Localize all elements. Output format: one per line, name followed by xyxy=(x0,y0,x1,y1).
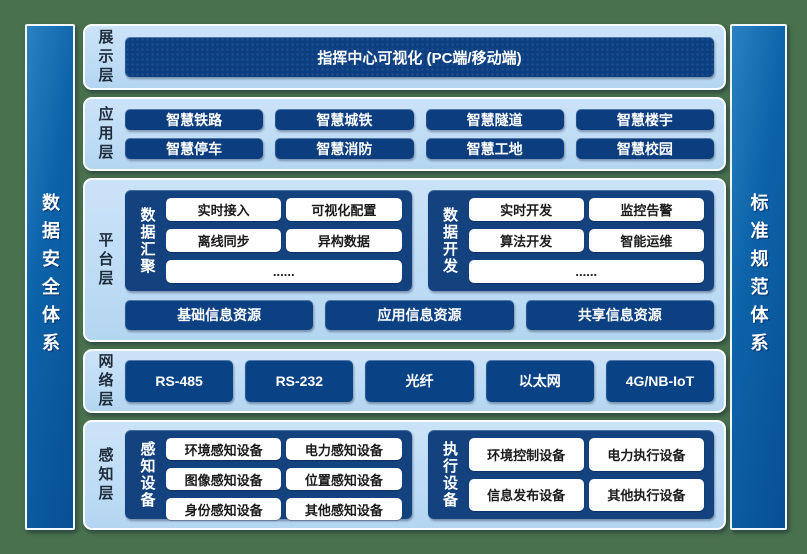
layer-platform-body: 数据汇聚 实时接入 可视化配置 离线同步 异构数据 ...... 数据开发 xyxy=(125,190,714,330)
layer-perception-label-text: 感知层 xyxy=(96,446,114,504)
network-item: 4G/NB-IoT xyxy=(605,360,715,402)
platform-item: 实时开发 xyxy=(468,198,584,221)
layer-platform: 平台层 数据汇聚 实时接入 可视化配置 离线同步 异构数据 ...... xyxy=(83,178,726,342)
group-execution-devices-grid: 环境控制设备 电力执行设备 信息发布设备 其他执行设备 xyxy=(468,438,704,511)
application-item: 智慧校园 xyxy=(575,138,714,159)
application-item: 智慧停车 xyxy=(125,138,264,159)
perception-groups: 感知设备 环境感知设备 电力感知设备 图像感知设备 位置感知设备 身份感知设备 … xyxy=(125,430,714,520)
resource-item: 共享信息资源 xyxy=(525,300,714,330)
layer-application-label-text: 应用层 xyxy=(96,105,114,163)
resource-item: 应用信息资源 xyxy=(325,300,514,330)
platform-item: 智能运维 xyxy=(588,229,704,252)
application-item: 智慧楼宇 xyxy=(575,109,714,130)
group-data-aggregation: 数据汇聚 实时接入 可视化配置 离线同步 异构数据 ...... xyxy=(125,190,412,291)
layer-platform-label-text: 平台层 xyxy=(96,231,114,289)
resource-item: 基础信息资源 xyxy=(125,300,314,330)
application-item: 智慧消防 xyxy=(275,138,414,159)
application-item: 智慧城铁 xyxy=(275,109,414,130)
group-data-development: 数据开发 实时开发 监控告警 算法开发 智能运维 ...... xyxy=(427,190,714,291)
perception-item: 电力感知设备 xyxy=(286,438,402,460)
layer-application-label: 应用层 xyxy=(85,99,125,169)
layer-platform-label: 平台层 xyxy=(85,180,125,340)
group-data-development-label-text: 数据开发 xyxy=(441,206,458,275)
group-data-development-label: 数据开发 xyxy=(438,198,462,283)
group-data-aggregation-grid: 实时接入 可视化配置 离线同步 异构数据 ...... xyxy=(166,198,402,283)
perception-item: 位置感知设备 xyxy=(286,468,402,490)
pillar-standards-label: 标准规范体系 xyxy=(748,193,769,361)
group-sensing-devices-grid: 环境感知设备 电力感知设备 图像感知设备 位置感知设备 身份感知设备 其他感知设… xyxy=(166,438,402,520)
layer-application: 应用层 智慧铁路 智慧城铁 智慧隧道 智慧楼宇 智慧停车 智慧消防 智慧工地 智… xyxy=(83,97,726,171)
platform-groups: 数据汇聚 实时接入 可视化配置 离线同步 异构数据 ...... 数据开发 xyxy=(125,190,714,291)
application-item: 智慧隧道 xyxy=(425,109,564,130)
platform-item-more: ...... xyxy=(166,260,402,283)
layer-perception-body: 感知设备 环境感知设备 电力感知设备 图像感知设备 位置感知设备 身份感知设备 … xyxy=(125,430,714,520)
architecture-diagram: 展示层 指挥中心可视化 (PC端/移动端) 应用层 智慧铁路 智慧城铁 智慧隧道… xyxy=(83,24,726,530)
layer-network-label-text: 网络层 xyxy=(96,352,114,410)
layer-perception: 感知层 感知设备 环境感知设备 电力感知设备 图像感知设备 位置感知设备 身份感… xyxy=(83,420,726,530)
perception-item: 其他执行设备 xyxy=(588,478,704,511)
network-grid: RS-485 RS-232 光纤 以太网 4G/NB-IoT xyxy=(125,360,715,402)
group-sensing-devices-label: 感知设备 xyxy=(135,438,159,511)
layer-presentation-label-text: 展示层 xyxy=(96,28,114,86)
network-item: RS-232 xyxy=(245,360,354,402)
network-item: 光纤 xyxy=(365,360,474,402)
layer-network-body: RS-485 RS-232 光纤 以太网 4G/NB-IoT xyxy=(125,360,715,402)
perception-item: 环境控制设备 xyxy=(468,438,584,471)
group-data-aggregation-label-text: 数据汇聚 xyxy=(138,206,156,275)
pillar-data-security: 数据安全体系 xyxy=(25,24,75,530)
layer-perception-label: 感知层 xyxy=(85,422,125,528)
group-sensing-devices: 感知设备 环境感知设备 电力感知设备 图像感知设备 位置感知设备 身份感知设备 … xyxy=(125,430,412,520)
layer-network: 网络层 RS-485 RS-232 光纤 以太网 4G/NB-IoT xyxy=(83,349,726,413)
pillar-data-security-label: 数据安全体系 xyxy=(40,193,60,361)
platform-item: 监控告警 xyxy=(588,198,704,221)
application-grid: 智慧铁路 智慧城铁 智慧隧道 智慧楼宇 智慧停车 智慧消防 智慧工地 智慧校园 xyxy=(125,109,714,159)
platform-item: 异构数据 xyxy=(286,229,402,252)
pillar-standards: 标准规范体系 xyxy=(730,24,787,530)
platform-item: 可视化配置 xyxy=(286,198,402,221)
perception-item: 身份感知设备 xyxy=(166,498,282,520)
platform-item: 离线同步 xyxy=(166,229,282,252)
layer-presentation: 展示层 指挥中心可视化 (PC端/移动端) xyxy=(83,24,726,90)
group-execution-devices: 执行设备 环境控制设备 电力执行设备 信息发布设备 其他执行设备 xyxy=(427,430,714,519)
platform-item: 算法开发 xyxy=(468,229,584,252)
layer-presentation-body: 指挥中心可视化 (PC端/移动端) xyxy=(125,37,714,77)
network-item: 以太网 xyxy=(485,360,594,402)
perception-item: 电力执行设备 xyxy=(588,438,704,471)
application-item: 智慧工地 xyxy=(425,138,564,159)
perception-item: 图像感知设备 xyxy=(166,468,282,490)
layer-presentation-label: 展示层 xyxy=(85,26,125,88)
group-data-aggregation-label: 数据汇聚 xyxy=(135,198,159,283)
group-execution-devices-label: 执行设备 xyxy=(438,438,462,511)
network-item: RS-485 xyxy=(125,360,234,402)
platform-item: 实时接入 xyxy=(166,198,282,221)
group-sensing-devices-label-text: 感知设备 xyxy=(138,440,156,509)
command-center-title-box: 指挥中心可视化 (PC端/移动端) xyxy=(125,37,714,77)
layer-network-label: 网络层 xyxy=(85,351,125,411)
platform-item-more: ...... xyxy=(468,260,704,283)
platform-resources: 基础信息资源 应用信息资源 共享信息资源 xyxy=(125,300,714,330)
application-item: 智慧铁路 xyxy=(125,109,264,130)
group-data-development-grid: 实时开发 监控告警 算法开发 智能运维 ...... xyxy=(468,198,704,283)
perception-item: 其他感知设备 xyxy=(286,498,402,520)
layer-application-body: 智慧铁路 智慧城铁 智慧隧道 智慧楼宇 智慧停车 智慧消防 智慧工地 智慧校园 xyxy=(125,109,714,159)
perception-item: 环境感知设备 xyxy=(166,438,282,460)
group-execution-devices-label-text: 执行设备 xyxy=(441,440,458,509)
perception-item: 信息发布设备 xyxy=(468,478,584,511)
